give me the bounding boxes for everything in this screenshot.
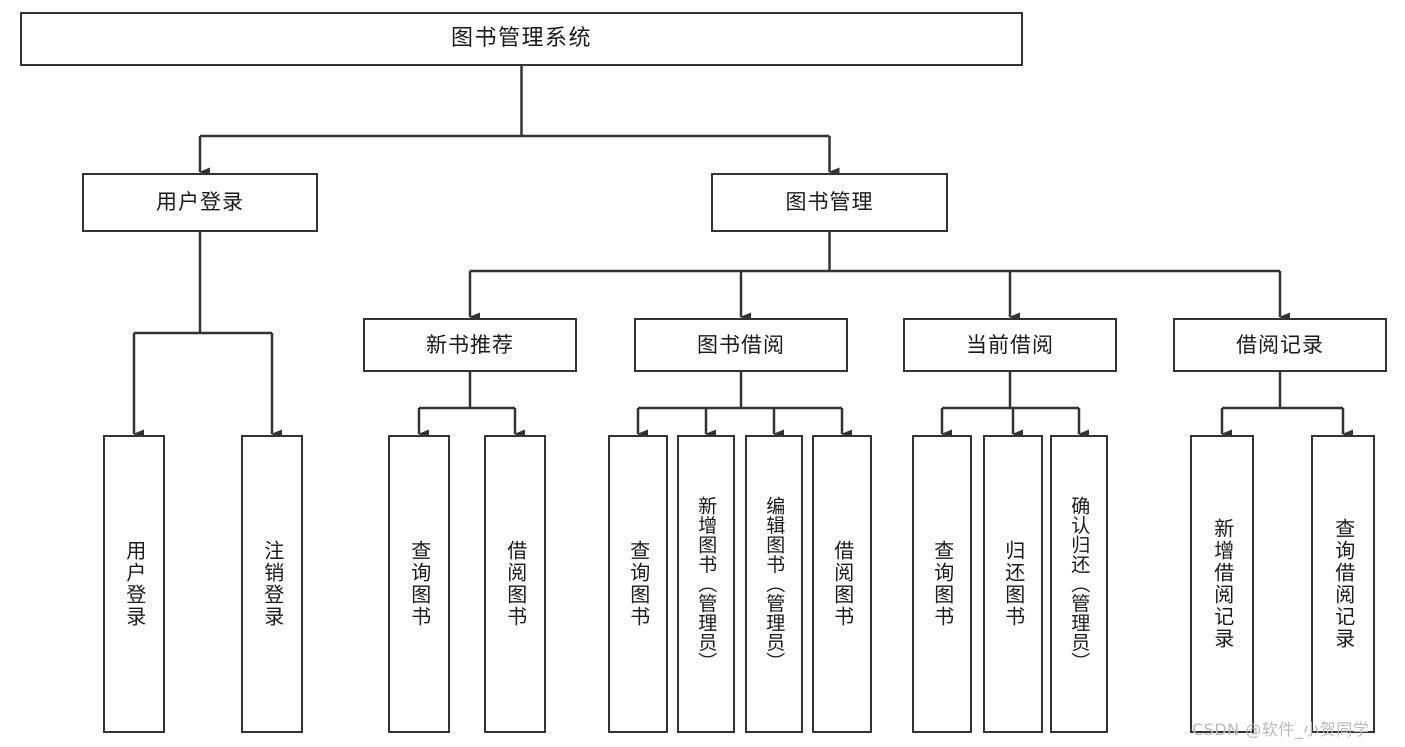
node-label: 新增借阅记录 (1210, 518, 1235, 650)
node-leaf-query-book-2[interactable]: 查询图书 (608, 435, 668, 733)
node-label: 注销登录 (260, 540, 285, 628)
node-label: 归还图书 (1001, 540, 1026, 628)
node-label: 图书管理系统 (450, 26, 592, 52)
node-leaf-borrow-book-2[interactable]: 借阅图书 (812, 435, 872, 733)
node-label: 查询图书 (930, 540, 955, 628)
node-leaf-edit-book[interactable]: 编辑图书（管理员） (745, 435, 803, 733)
node-leaf-query-book-3[interactable]: 查询图书 (912, 435, 972, 733)
node-label: 新增图书（管理员） (695, 496, 718, 672)
node-leaf-borrow-book-1[interactable]: 借阅图书 (484, 435, 546, 733)
node-label: 用户登录 (156, 190, 244, 215)
node-leaf-query-book-1[interactable]: 查询图书 (388, 435, 450, 733)
node-label: 图书借阅 (697, 332, 785, 357)
node-label: 新书推荐 (426, 332, 514, 357)
node-leaf-logout[interactable]: 注销登录 (241, 435, 303, 733)
edge-paths (132, 66, 1353, 439)
node-label: 查询图书 (626, 540, 651, 628)
node-label: 查询借阅记录 (1331, 518, 1356, 650)
node-label: 图书管理 (785, 190, 874, 215)
node-label: 确认归还（管理员） (1068, 496, 1091, 672)
node-borrow-record[interactable]: 借阅记录 (1173, 318, 1387, 372)
node-book-borrow[interactable]: 图书借阅 (634, 318, 848, 372)
node-leaf-confirm-return[interactable]: 确认归还（管理员） (1050, 435, 1108, 733)
node-book-manage[interactable]: 图书管理 (711, 173, 948, 232)
node-current-borrow[interactable]: 当前借阅 (903, 318, 1117, 372)
watermark-label: CSDN @软件_小贺同学 (1192, 720, 1370, 739)
node-leaf-query-record[interactable]: 查询借阅记录 (1311, 435, 1375, 733)
node-leaf-add-record[interactable]: 新增借阅记录 (1190, 435, 1254, 733)
node-user-login[interactable]: 用户登录 (82, 173, 318, 232)
node-new-book-rec[interactable]: 新书推荐 (363, 318, 577, 372)
node-label: 当前借阅 (966, 332, 1054, 357)
node-leaf-return-book[interactable]: 归还图书 (983, 435, 1043, 733)
node-label: 借阅图书 (503, 540, 528, 628)
node-leaf-user-login[interactable]: 用户登录 (103, 435, 165, 733)
node-label: 借阅记录 (1236, 332, 1324, 357)
node-label: 用户登录 (122, 540, 147, 628)
node-label: 编辑图书（管理员） (763, 496, 786, 672)
node-root[interactable]: 图书管理系统 (20, 12, 1023, 66)
node-label: 借阅图书 (830, 540, 855, 628)
node-label: 查询图书 (407, 540, 432, 628)
node-leaf-add-book[interactable]: 新增图书（管理员） (677, 435, 735, 733)
